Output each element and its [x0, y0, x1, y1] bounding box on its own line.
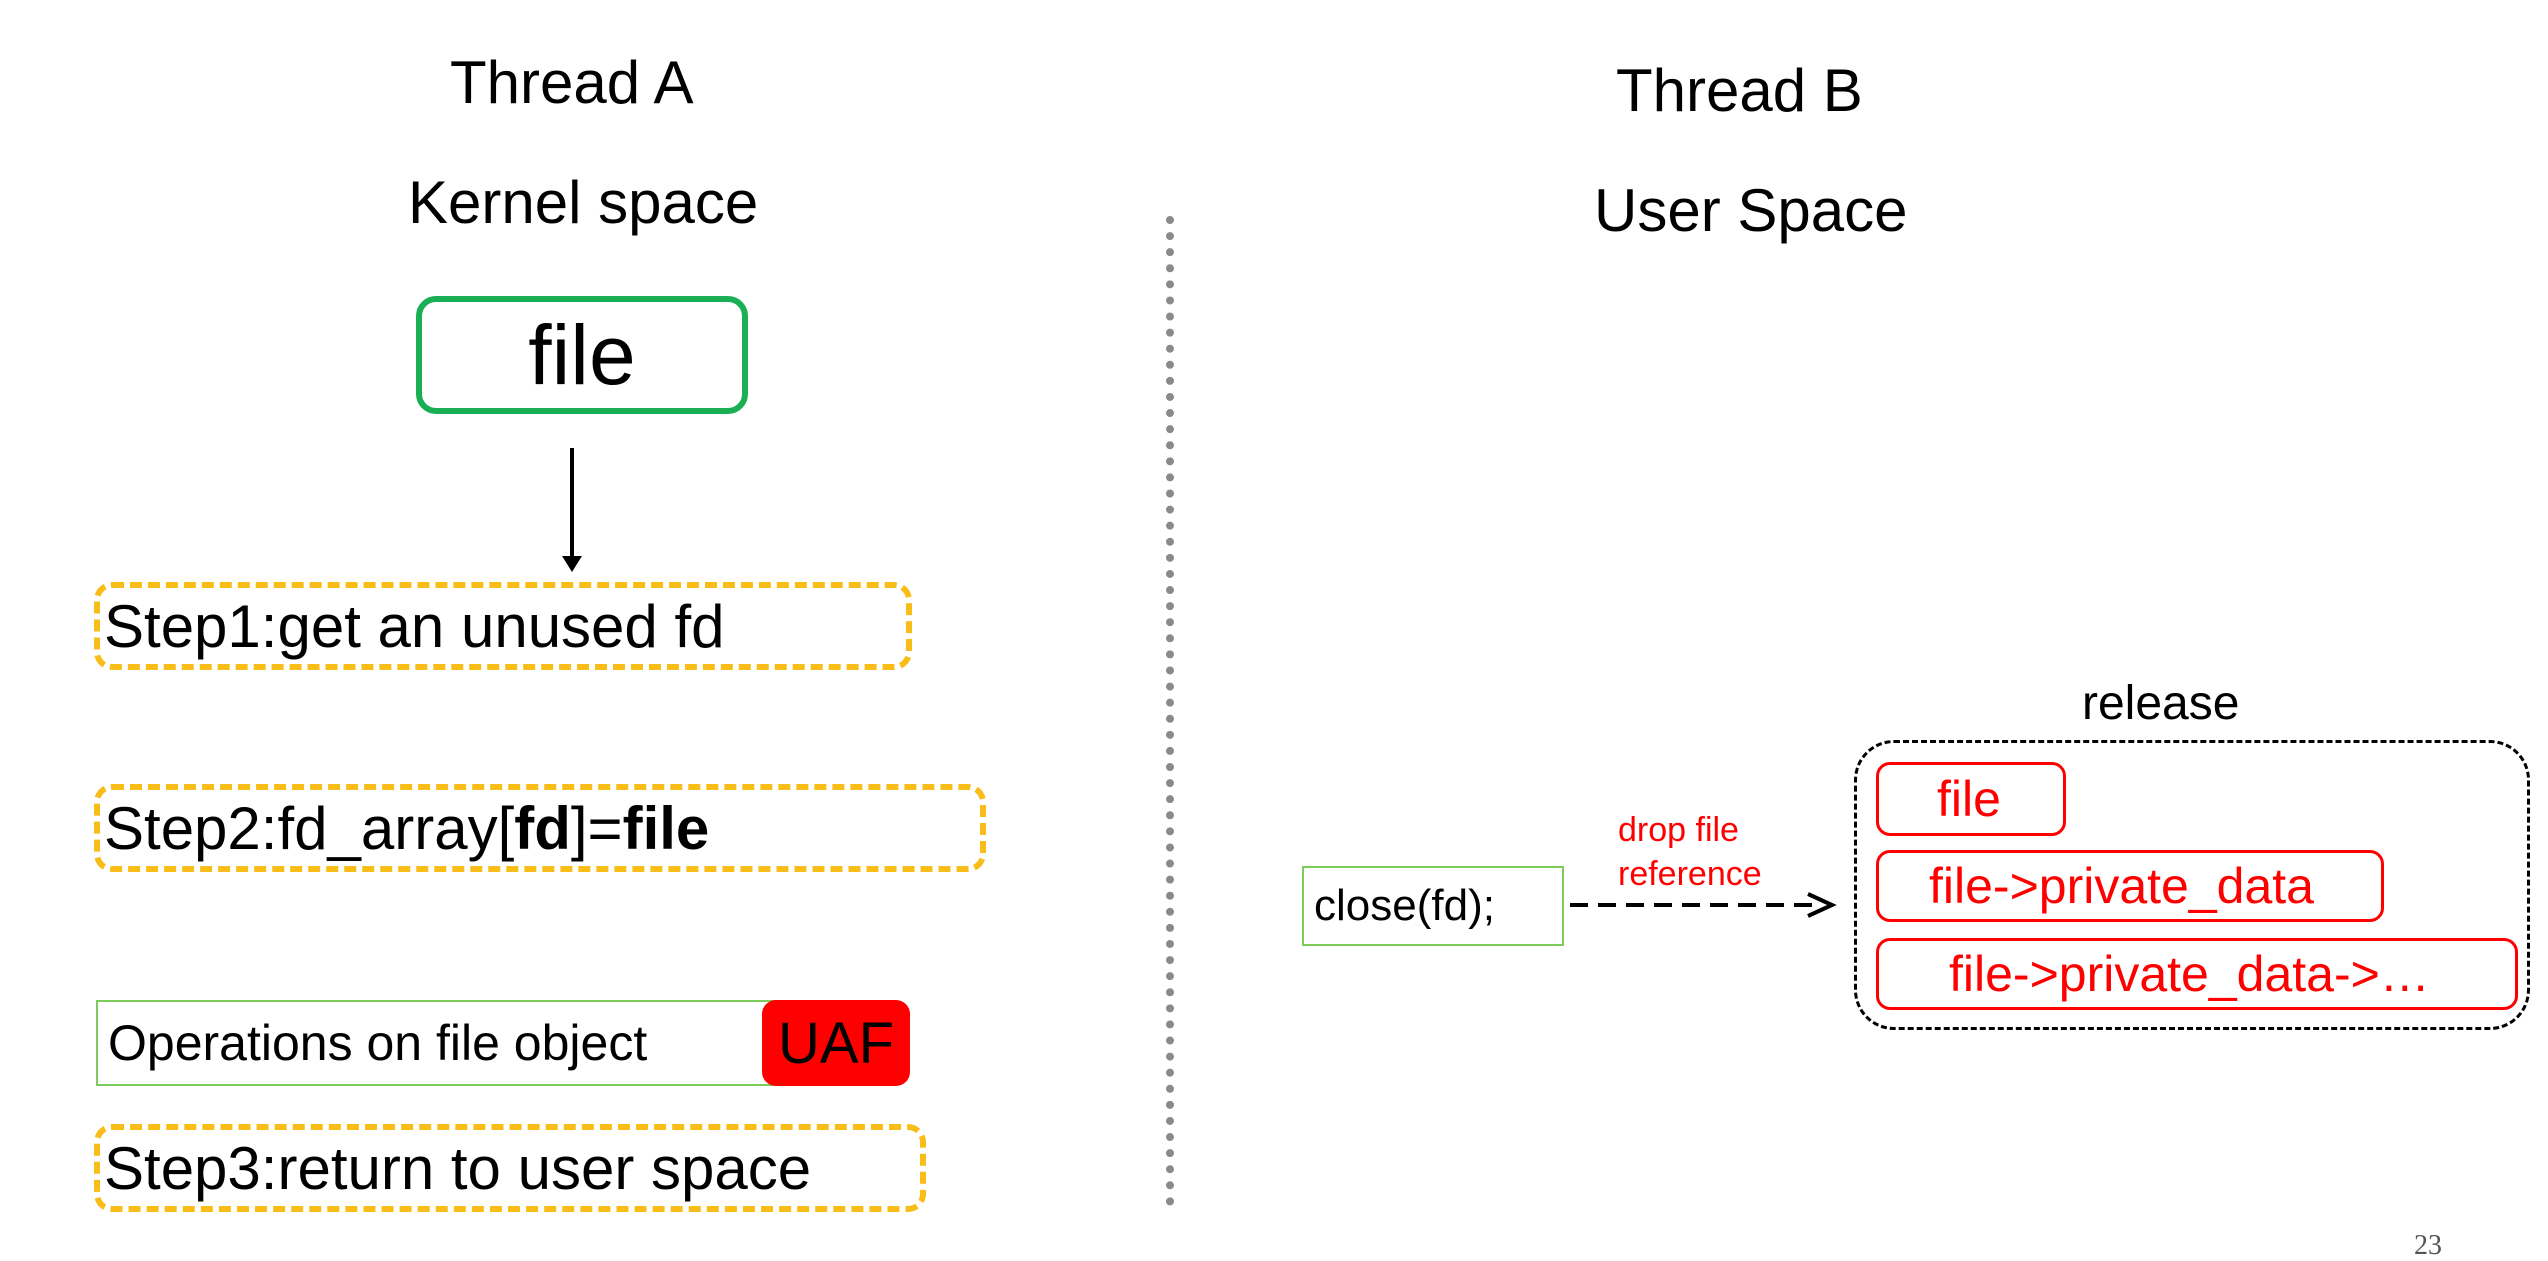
release-item-label: file — [1937, 771, 2001, 827]
kernel-space-label: Kernel space — [408, 169, 759, 236]
down-arrow — [562, 448, 582, 572]
step2-box: Step2:fd_array[fd]=file — [94, 784, 986, 872]
file-box: file — [416, 296, 748, 414]
close-call-box: close(fd); — [1302, 866, 1564, 946]
step2-mid: ]= — [570, 794, 623, 862]
step3-box: Step3:return to user space — [94, 1124, 926, 1212]
release-group — [1854, 740, 2530, 1030]
close-call-label: close(fd); — [1314, 881, 1495, 930]
release-item-private-data: file->private_data — [1876, 850, 2384, 922]
operations-label: Operations on file object — [108, 1015, 648, 1071]
thread-b-title: Thread B — [1616, 57, 1863, 124]
page-number: 23 — [2414, 1230, 2442, 1261]
step2-prefix: Step2:fd_array[ — [104, 794, 515, 862]
step1-box: Step1:get an unused fd — [94, 582, 912, 670]
uaf-badge: UAF — [762, 1000, 910, 1086]
step1-label: Step1:get an unused fd — [104, 592, 725, 660]
thread-a-title: Thread A — [450, 49, 694, 116]
drop-label-line2: reference — [1618, 855, 1762, 893]
drop-reference-arrow — [1570, 892, 1837, 918]
step2-fd: fd — [514, 794, 571, 862]
operations-box: Operations on file object — [96, 1000, 786, 1086]
release-item-label: file->private_data — [1929, 858, 2314, 914]
release-item-label: file->private_data->… — [1949, 946, 2430, 1002]
thread-divider — [1166, 216, 1174, 1206]
drop-label-line1: drop file — [1618, 811, 1739, 849]
release-item-private-data-deref: file->private_data->… — [1876, 938, 2518, 1010]
step2-file: file — [622, 794, 710, 862]
step3-label: Step3:return to user space — [104, 1134, 812, 1202]
release-item-file: file — [1876, 762, 2066, 836]
file-box-label: file — [528, 307, 636, 402]
drop-reference-label: drop file reference — [1618, 808, 1762, 896]
user-space-label: User Space — [1594, 177, 1908, 244]
step2-label: Step2:fd_array[fd]=file — [104, 794, 709, 863]
release-title: release — [2082, 677, 2240, 730]
uaf-label: UAF — [778, 1010, 894, 1076]
